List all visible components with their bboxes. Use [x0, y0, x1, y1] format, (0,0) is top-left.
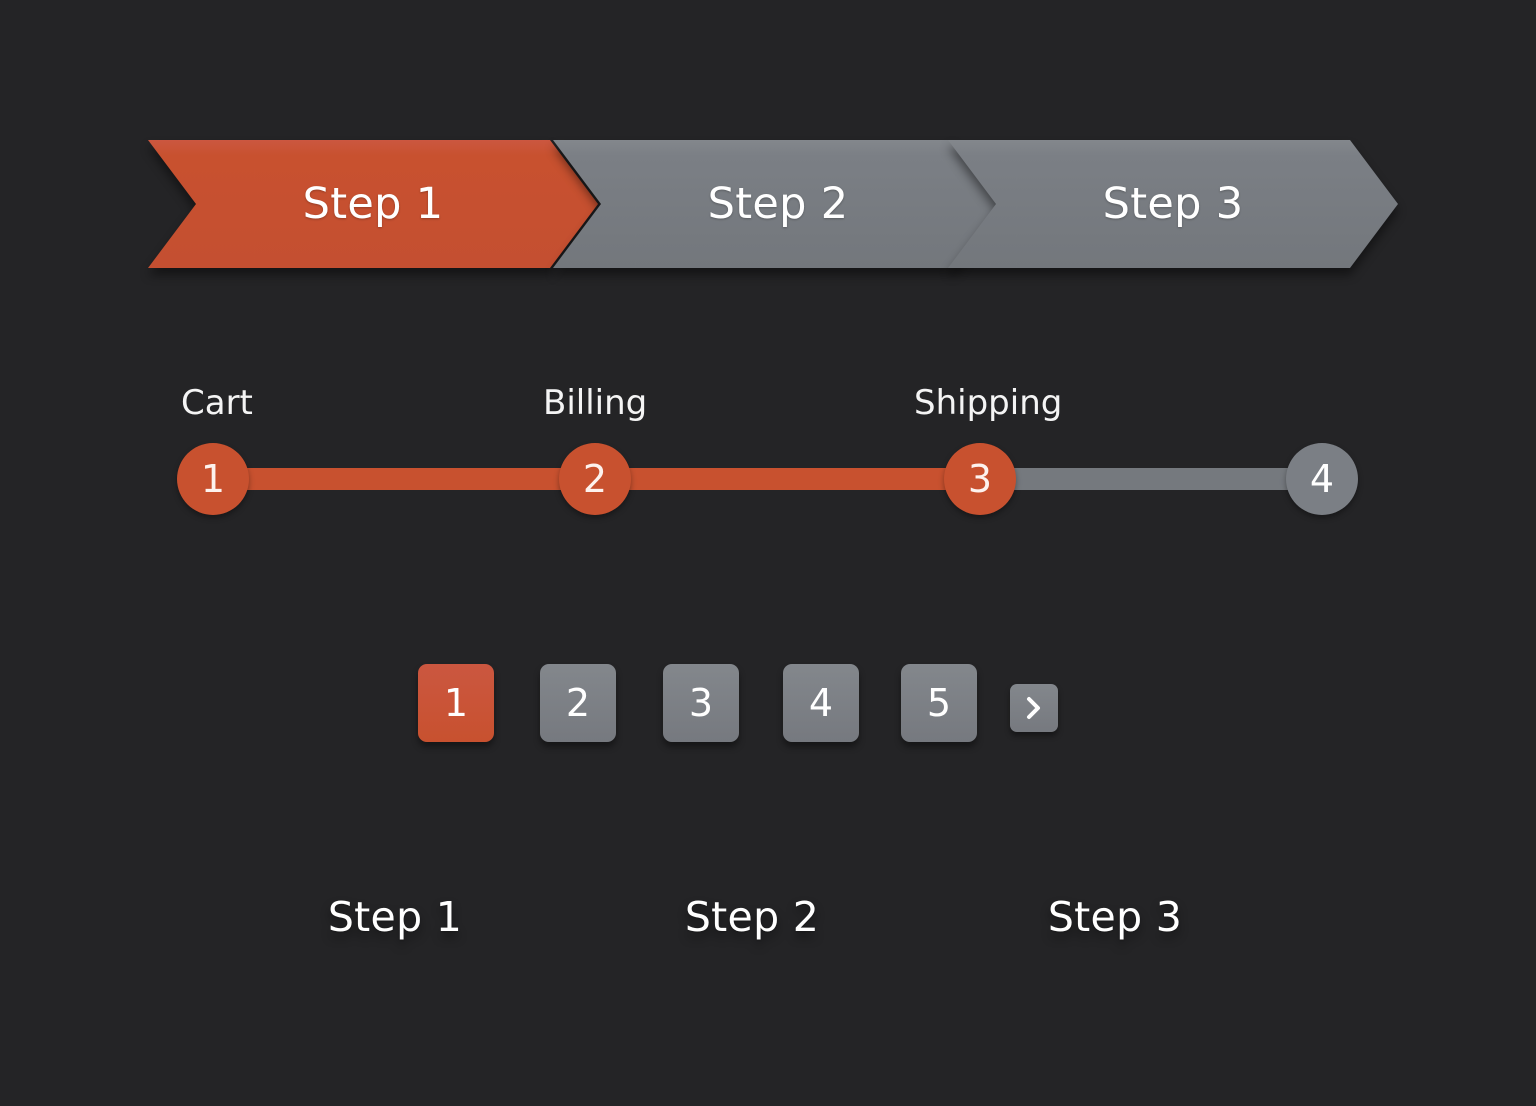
chevron-shape: [553, 140, 1003, 268]
tracker-node-number: 3: [967, 457, 993, 501]
tracker-node-1[interactable]: 1: [177, 443, 249, 515]
breadcrumb-bar-label: Step 3: [1047, 892, 1183, 941]
pagination-page-4[interactable]: 4: [783, 664, 859, 742]
tracker-segment-2-3: [595, 468, 980, 490]
chevron-shape: [148, 140, 598, 268]
chevron-breadcrumb-separated: Step 1 Step 2 Step 3: [0, 140, 1536, 285]
breadcrumb-bar-label: Step 1: [327, 892, 463, 941]
tracker-node-3[interactable]: 3: [944, 443, 1016, 515]
tracker-label-billing: Billing: [543, 383, 648, 423]
breadcrumb-bar-step-3[interactable]: Step 3: [920, 857, 1310, 977]
tracker-node-4[interactable]: 4: [1286, 443, 1358, 515]
breadcrumb-chevron-step-1[interactable]: Step 1: [148, 140, 598, 268]
tracker-node-number: 1: [200, 457, 226, 501]
pagination-page-2[interactable]: 2: [540, 664, 616, 742]
pagination-next-button[interactable]: [1010, 684, 1058, 732]
tracker-label-cart: Cart: [181, 383, 253, 423]
tracker-node-number: 4: [1309, 457, 1335, 501]
pagination-control: 1 2 3 4 5: [0, 660, 1536, 760]
pagination-page-3[interactable]: 3: [663, 664, 739, 742]
breadcrumb-bar-step-2[interactable]: Step 2: [532, 857, 972, 977]
pagination-page-5[interactable]: 5: [901, 664, 977, 742]
chevron-breadcrumb-contiguous: Step 1 Step 2 Step 3: [0, 857, 1536, 987]
breadcrumb-chevron-step-3[interactable]: Step 3: [948, 140, 1398, 268]
tracker-segment-1-2: [213, 468, 595, 490]
numbered-progress-tracker: Cart Billing Shipping 1 2 3 4: [0, 383, 1536, 548]
tracker-node-number: 2: [582, 457, 608, 501]
breadcrumb-chevron-label: Step 2: [707, 178, 849, 229]
pagination-page-1[interactable]: 1: [418, 664, 494, 742]
breadcrumb-chevron-label: Step 1: [302, 178, 444, 229]
chevron-shape: [948, 140, 1398, 268]
breadcrumb-chevron-label: Step 3: [1102, 178, 1244, 229]
breadcrumb-chevron-step-2[interactable]: Step 2: [553, 140, 1003, 268]
tracker-label-shipping: Shipping: [914, 383, 1063, 423]
chevron-right-icon: [1027, 697, 1040, 719]
tracker-segment-3-4: [980, 468, 1322, 490]
breadcrumb-bar-label: Step 2: [684, 892, 820, 941]
breadcrumb-bar-step-1[interactable]: Step 1: [205, 857, 585, 977]
tracker-node-2[interactable]: 2: [559, 443, 631, 515]
